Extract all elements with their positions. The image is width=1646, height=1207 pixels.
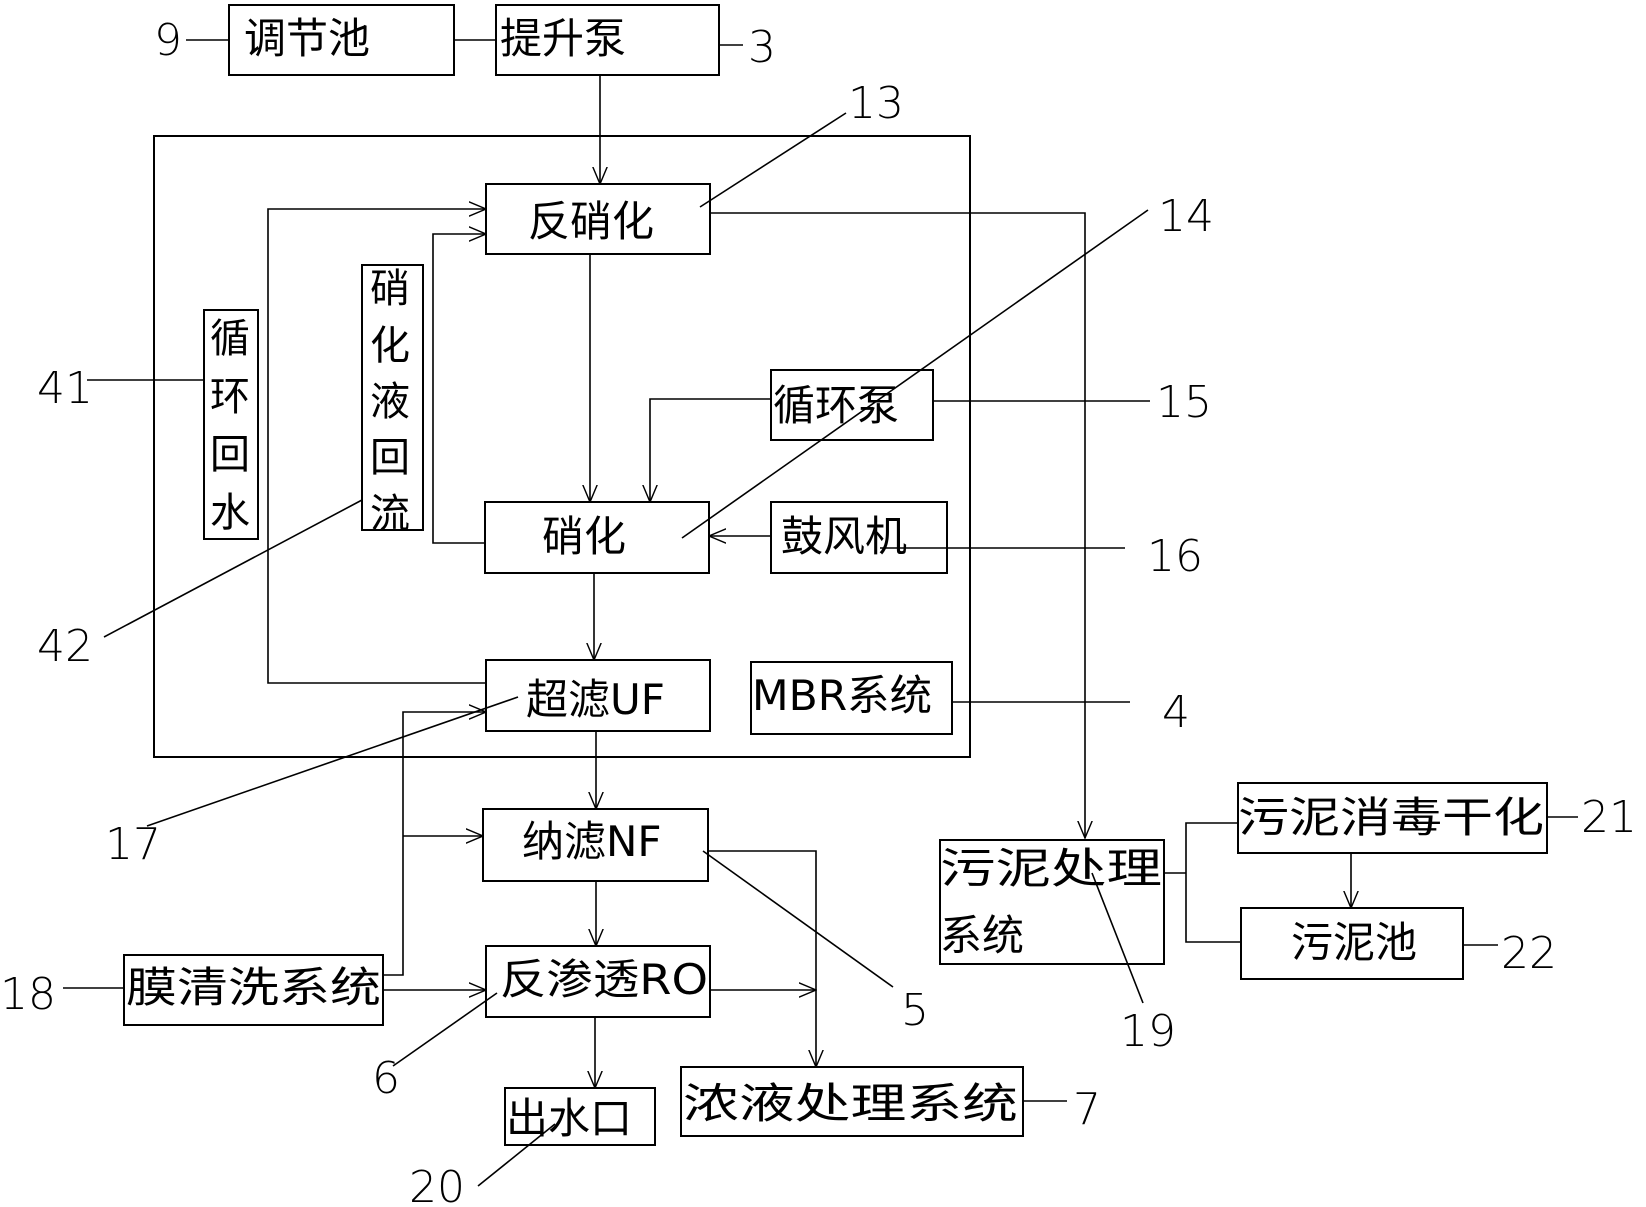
svg-text:水: 水 (210, 490, 250, 536)
ref-number-4: 4 (1162, 687, 1190, 738)
circulation-pump-box: 循环泵 (770, 369, 934, 441)
svg-text:液: 液 (370, 379, 410, 425)
ref-number-20: 20 (409, 1162, 465, 1207)
leader-14 (681, 209, 1149, 539)
svg-text:调节池: 调节池 (244, 14, 370, 63)
svg-text:污泥消毒干化: 污泥消毒干化 (1238, 793, 1544, 842)
water-outlet-box: 出水口 (504, 1087, 656, 1146)
blower-box: 鼓风机 (770, 501, 948, 574)
svg-text:回: 回 (210, 432, 250, 478)
svg-text:循环泵: 循环泵 (773, 381, 899, 430)
ref-number-13: 13 (848, 78, 904, 129)
denitrification-sludge-arrow (710, 212, 1085, 838)
ref-number-41: 41 (37, 363, 93, 414)
leader-6 (392, 992, 498, 1067)
ref-number-17: 17 (105, 819, 161, 870)
leader-13 (699, 112, 847, 208)
leader-20 (477, 1123, 556, 1187)
svg-text:超滤UF: 超滤UF (526, 675, 665, 724)
ref-number-7: 7 (1073, 1084, 1101, 1135)
svg-text:循: 循 (210, 316, 250, 362)
svg-text:回: 回 (370, 435, 410, 481)
svg-text:纳滤NF: 纳滤NF (522, 817, 662, 866)
sludge-tank-box: 污泥池 (1240, 907, 1464, 980)
reverse-osmosis-box: 反渗透RO (485, 945, 711, 1018)
lift-pump-box: 提升泵 (495, 4, 720, 76)
ref-number-14: 14 (1158, 191, 1214, 242)
svg-text:反硝化: 反硝化 (528, 197, 654, 246)
circulation-pump-arrow (650, 398, 771, 502)
ref-number-19: 19 (1120, 1006, 1176, 1057)
svg-text:污泥处理: 污泥处理 (940, 844, 1162, 893)
svg-text:化: 化 (370, 323, 410, 369)
mbr-system-box: MBR系统 (750, 661, 953, 735)
leader-19 (1091, 872, 1144, 1004)
sludge-branch-lines (1185, 822, 1241, 943)
ref-number-16: 16 (1147, 531, 1203, 582)
circulation-return-box: 循 环 回 水 (203, 309, 259, 540)
svg-text:浓液处理系统: 浓液处理系统 (683, 1079, 1018, 1128)
nitrification-box: 硝化 (484, 501, 710, 574)
ref-number-21: 21 (1581, 792, 1637, 843)
concentrate-treatment-box: 浓液处理系统 (680, 1066, 1024, 1137)
ref-number-22: 22 (1501, 928, 1557, 979)
svg-text:鼓风机: 鼓风机 (781, 512, 907, 561)
svg-text:提升泵: 提升泵 (500, 14, 626, 63)
nitrate-reflux-arrow (432, 234, 486, 544)
ref-number-6: 6 (372, 1053, 400, 1104)
svg-text:硝化: 硝化 (542, 512, 626, 561)
svg-text:硝: 硝 (370, 266, 410, 312)
ref-number-15: 15 (1156, 377, 1212, 428)
cleaning-to-uf-arrow (383, 712, 486, 976)
leader-42 (103, 499, 363, 638)
sludge-treatment-box: 污泥处理 系统 (939, 839, 1165, 965)
regulating-tank-box: 调节池 (228, 4, 455, 76)
ref-number-5: 5 (901, 985, 929, 1036)
ref-number-3: 3 (748, 22, 776, 73)
svg-text:系统: 系统 (940, 911, 1024, 960)
nitrate-reflux-box: 硝 化 液 回 流 (361, 264, 424, 537)
nf-to-concentrate-arrow (708, 850, 816, 1067)
svg-text:膜清洗系统: 膜清洗系统 (126, 963, 381, 1012)
ref-number-42: 42 (37, 621, 93, 672)
svg-text:出水口: 出水口 (506, 1094, 632, 1143)
svg-text:污泥池: 污泥池 (1291, 918, 1417, 967)
leader-17 (146, 696, 519, 827)
svg-text:反渗透RO: 反渗透RO (500, 955, 708, 1004)
svg-text:环: 环 (210, 374, 250, 420)
ultrafiltration-box: 超滤UF (485, 659, 711, 732)
denitrification-box: 反硝化 (485, 183, 711, 255)
leader-5 (702, 850, 894, 988)
sludge-disinfection-box: 污泥消毒干化 (1237, 782, 1548, 854)
svg-text:MBR系统: MBR系统 (752, 671, 932, 720)
circulation-return-arrow (267, 209, 486, 684)
mbr-system-frame (153, 135, 971, 758)
nanofiltration-box: 纳滤NF (482, 808, 709, 882)
membrane-cleaning-box: 膜清洗系统 (123, 954, 384, 1026)
ref-number-18: 18 (0, 969, 56, 1020)
svg-text:流: 流 (370, 491, 410, 537)
ref-number-9: 9 (154, 15, 182, 66)
